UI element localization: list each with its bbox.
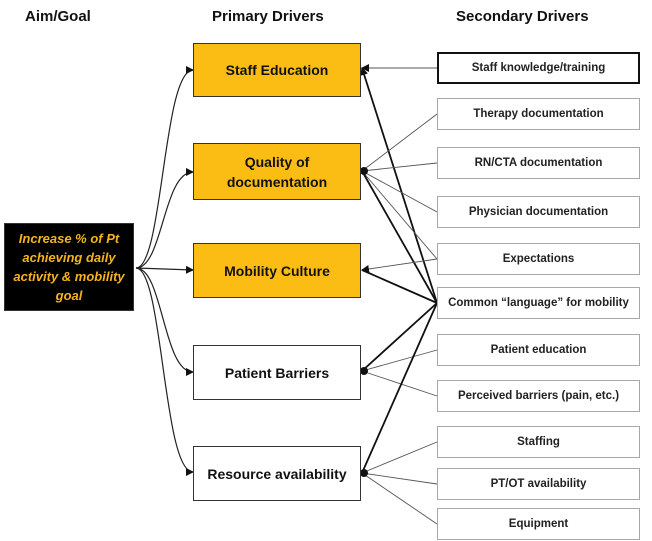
primary-driver-staff-education: Staff Education	[193, 43, 361, 97]
aim-goal-box: Increase % of Pt achieving daily activit…	[4, 223, 134, 311]
secondary-driver-common-language: Common “language” for mobility	[437, 287, 640, 319]
header-secondary-drivers: Secondary Drivers	[456, 8, 589, 25]
secondary-driver-patient-education: Patient education	[437, 334, 640, 366]
secondary-driver-expectations: Expectations	[437, 243, 640, 275]
junction-dots	[360, 167, 368, 477]
aim-connectors	[135, 66, 194, 476]
secondary-driver-rn-cta-documentation: RN/CTA documentation	[437, 147, 640, 179]
primary-driver-quality-of-documentation: Quality of documentation	[193, 143, 361, 200]
secondary-driver-pt-ot-availability: PT/OT availability	[437, 468, 640, 500]
secondary-driver-equipment: Equipment	[437, 508, 640, 540]
secondary-driver-physician-documentation: Physician documentation	[437, 196, 640, 228]
header-aim-goal: Aim/Goal	[25, 8, 91, 25]
secondary-driver-perceived-barriers: Perceived barriers (pain, etc.)	[437, 380, 640, 412]
secondary-driver-staff-knowledge-training: Staff knowledge/training	[437, 52, 640, 84]
primary-driver-resource-availability: Resource availability	[193, 446, 361, 501]
secondary-connectors	[360, 64, 438, 525]
primary-driver-mobility-culture: Mobility Culture	[193, 243, 361, 298]
primary-driver-patient-barriers: Patient Barriers	[193, 345, 361, 400]
header-primary-drivers: Primary Drivers	[212, 8, 324, 25]
secondary-driver-therapy-documentation: Therapy documentation	[437, 98, 640, 130]
secondary-driver-staffing: Staffing	[437, 426, 640, 458]
